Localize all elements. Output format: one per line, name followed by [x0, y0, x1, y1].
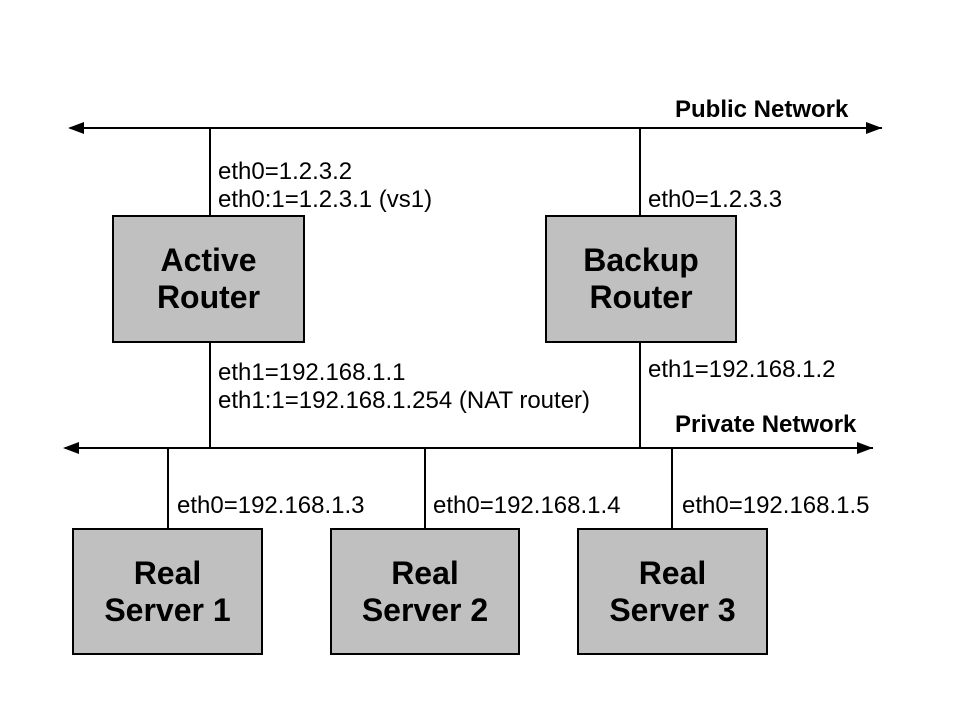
backup-router-public-connector	[639, 127, 641, 215]
server3-interface-label: eth0=192.168.1.5	[682, 492, 870, 519]
node-title-line2: Router	[156, 279, 261, 315]
eth1-address: eth1=192.168.1.1	[218, 359, 406, 386]
active-router-public-interface-label: eth0=1.2.3.2 eth0:1=1.2.3.1 (vs1)	[218, 158, 432, 214]
active-router-node: Active Router	[112, 215, 305, 343]
node-title-line2: Server 3	[609, 591, 736, 628]
private-line-left-arrowhead-icon	[63, 442, 79, 454]
private-network-label: Private Network	[675, 411, 857, 438]
eth0-address: eth0=1.2.3.2	[218, 158, 353, 185]
server3-connector	[671, 448, 673, 528]
node-title-line1: Backup	[583, 242, 699, 278]
real-server-1-node: Real Server 1	[72, 528, 263, 655]
backup-router-private-interface-label: eth1=192.168.1.2	[648, 356, 836, 383]
server1-interface-label: eth0=192.168.1.3	[177, 492, 365, 519]
backup-router-title: Backup Router	[583, 242, 699, 316]
backup-router-public-interface-label: eth0=1.2.3.3	[648, 186, 783, 213]
active-router-title: Active Router	[157, 242, 260, 316]
node-title-line1: Real	[638, 554, 707, 591]
real-server-3-title: Real Server 3	[609, 555, 735, 629]
server2-connector	[424, 448, 426, 528]
eth0-alias-address: eth0:1=1.2.3.1 (vs1)	[218, 186, 433, 213]
node-title-line2: Server 1	[104, 591, 231, 628]
node-title-line2: Router	[589, 279, 693, 315]
backup-router-private-connector	[639, 343, 641, 448]
node-title-line1: Real	[133, 554, 202, 591]
real-server-3-node: Real Server 3	[577, 528, 768, 655]
private-line-right-arrowhead-icon	[857, 442, 873, 454]
active-router-public-connector	[209, 127, 211, 215]
real-server-2-title: Real Server 2	[362, 555, 488, 629]
public-line-right-arrowhead-icon	[866, 122, 882, 134]
public-line-left-arrowhead-icon	[68, 122, 84, 134]
public-network-line	[70, 127, 882, 129]
node-title-line1: Real	[391, 554, 459, 591]
node-title-line2: Server 2	[361, 591, 489, 628]
active-router-private-interface-label: eth1=192.168.1.1 eth1:1=192.168.1.254 (N…	[218, 359, 590, 415]
active-router-private-connector	[209, 343, 211, 448]
server2-interface-label: eth0=192.168.1.4	[433, 492, 621, 519]
real-server-2-node: Real Server 2	[330, 528, 520, 655]
real-server-1-title: Real Server 1	[104, 555, 230, 629]
backup-router-node: Backup Router	[545, 215, 737, 343]
private-network-line	[65, 447, 873, 449]
eth1-alias-address: eth1:1=192.168.1.254 (NAT router)	[218, 387, 591, 414]
server1-connector	[167, 448, 169, 528]
node-title-line1: Active	[160, 242, 257, 278]
public-network-label: Public Network	[675, 96, 849, 123]
